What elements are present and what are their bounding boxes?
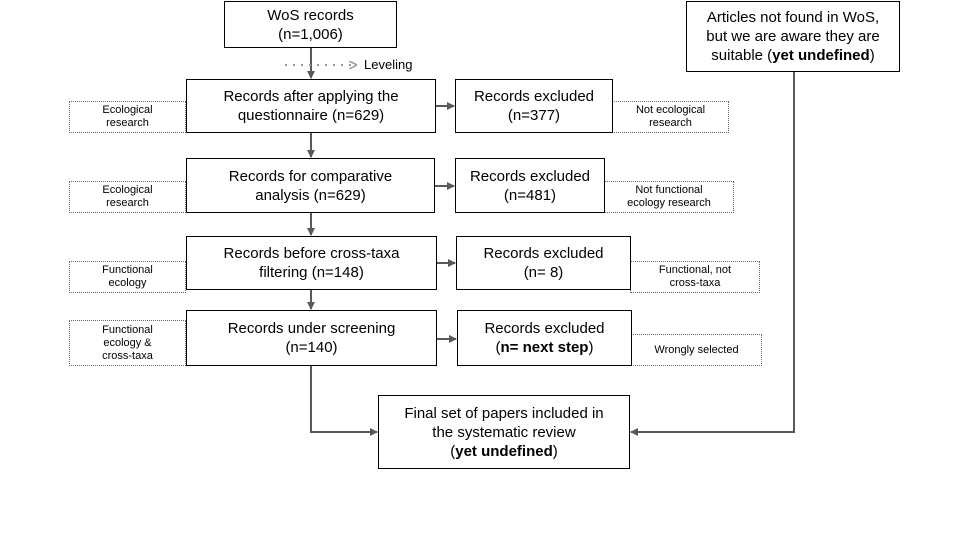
arrow-row4-to-final [310, 366, 378, 436]
yet-undefined-bold: yet undefined [772, 47, 870, 64]
right-note-row4: Wrongly selected [631, 334, 762, 366]
excluded-box-row1: Records excluded(n=377) [455, 79, 613, 133]
final-yet-undefined-bold: yet undefined [455, 442, 553, 460]
leveling-label: Leveling [364, 57, 413, 72]
excluded-box-row3: Records excluded(n= 8) [456, 236, 631, 290]
next-step-bold: n= next step [500, 339, 589, 356]
excluded-box-row4: Records excluded(n= next step) [457, 310, 632, 366]
articles-not-found-box: Articles not found in WoS, but we are aw… [686, 1, 900, 72]
main-box-row4: Records under screening(n=140) [186, 310, 437, 366]
excluded-box-row2: Records excluded(n=481) [455, 158, 605, 213]
wos-records-title: WoS records [267, 6, 354, 24]
wos-records-box: WoS records (n=1,006) [224, 1, 397, 48]
final-set-box: Final set of papers included in the syst… [378, 395, 630, 469]
wos-records-count: (n=1,006) [278, 25, 343, 43]
